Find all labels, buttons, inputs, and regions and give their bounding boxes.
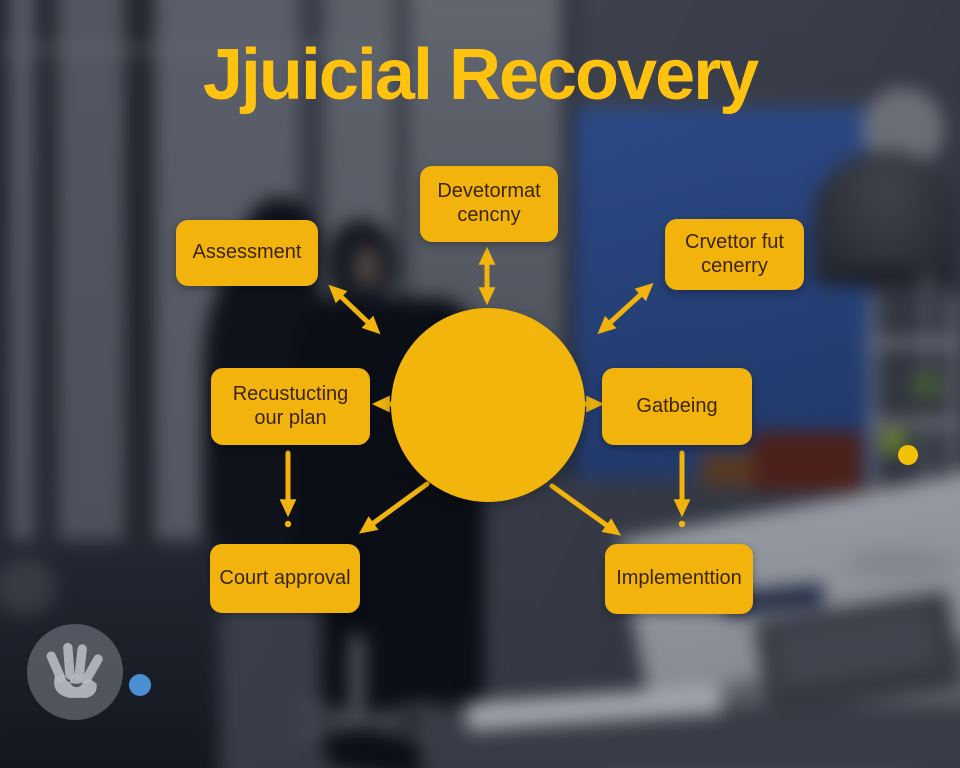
node-label: Gatbeing	[636, 394, 718, 417]
node-label: Implementtion	[616, 567, 742, 590]
node-court-approval: Court approval	[210, 544, 360, 613]
blue-dot	[129, 674, 151, 696]
node-restructuring: Recustucting our plan	[211, 368, 370, 445]
brown-shelf-item	[700, 452, 754, 486]
arrow-dot	[284, 520, 292, 528]
arrow-assessment-hub	[328, 284, 381, 335]
node-label: Court approval	[219, 566, 351, 589]
chair-pole	[350, 636, 364, 728]
node-label: Recustucting our plan	[232, 382, 349, 429]
plant-pot	[917, 398, 935, 412]
hand-logo-icon	[46, 642, 103, 698]
node-gathering: Gatbeing	[602, 368, 752, 445]
arrow-hub-court	[358, 481, 430, 534]
node-implementation: Implementtion	[605, 544, 753, 614]
arrow-dot	[678, 520, 686, 528]
door-frame	[396, 0, 407, 375]
central-hub-circle	[391, 308, 585, 502]
arrow-hub-implementation	[549, 483, 622, 536]
poster-title: Jjuicial Recovery	[202, 35, 759, 115]
node-assessment: Assessment	[176, 220, 318, 286]
node-development: Devetormat cencny	[420, 166, 558, 242]
shelf-board	[868, 340, 960, 346]
man-silhouette-face	[354, 246, 380, 288]
hand-logo-watermark	[27, 624, 123, 720]
desk-item	[845, 548, 957, 578]
node-label: Crvettor fut cenerry	[685, 230, 784, 277]
red-shelf-item	[752, 432, 862, 490]
faint-blob	[0, 558, 56, 616]
yellow-dot	[898, 445, 918, 465]
glass-reflection-line	[0, 44, 400, 54]
node-label: Devetormat cencny	[437, 180, 541, 226]
shelf-plant	[912, 372, 940, 402]
shelf-board	[868, 420, 960, 426]
node-creditor: Crvettor fut cenerry	[665, 219, 804, 290]
node-label: Assessment	[192, 241, 302, 264]
desk-lamp-shade	[812, 150, 958, 286]
desk-lamp-rim	[816, 266, 956, 288]
arrow-creditor-hub	[597, 282, 654, 335]
